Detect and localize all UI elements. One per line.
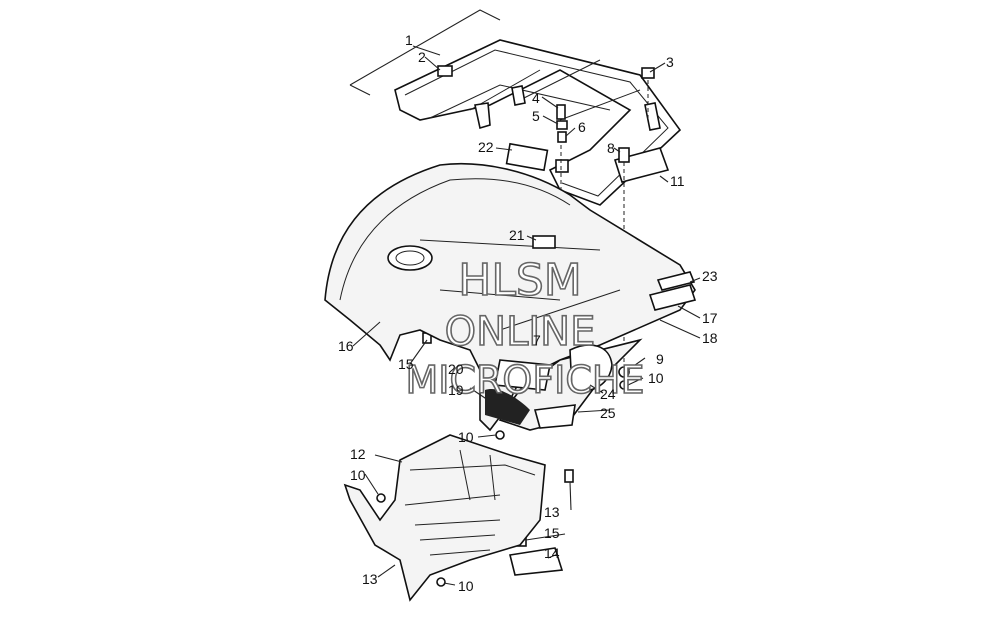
hardware [376,67,655,587]
rack-assembly-bracket [349,9,501,96]
reflector-17 [648,284,697,311]
callout-1: 1 [405,32,413,48]
nut-9 [618,366,630,378]
callout-9: 9 [656,351,664,367]
watermark-line-2: ONLINE [445,309,596,355]
nut-10b [495,430,505,440]
bolt-8 [618,147,630,163]
watermark: HLSM ONLINE MICROFICHE [405,254,646,403]
watermark-line-1: HLSM [458,255,582,306]
callout-2: 2 [418,49,426,65]
callout-23: 23 [702,268,718,284]
callout-10-footwell-top: 10 [458,429,474,445]
footrest-14 [509,547,564,576]
callout-17: 17 [702,310,718,326]
lens-23 [656,271,696,291]
callout-19: 19 [448,382,464,398]
callout-20: 20 [448,361,464,377]
callout-10-fender: 10 [648,370,664,386]
nut-10c [376,493,386,503]
taillight-24 [569,344,613,392]
nut-3 [641,67,655,79]
callout-18: 18 [702,330,718,346]
decal-22 [505,142,549,172]
callout-15-footwell: 15 [544,525,560,541]
footwell [343,434,564,602]
callout-11: 11 [670,173,685,189]
callout-13-right: 13 [544,504,560,520]
callout-21: 21 [509,227,525,243]
mudflap-25 [485,389,530,425]
callout-25: 25 [600,405,616,421]
nut-10d [436,577,446,587]
callout-6: 6 [578,119,586,135]
decal-21 [532,235,556,249]
callouts: 1 2 3 4 5 6 7 8 9 10 10 10 10 11 12 13 1… [338,32,718,594]
screw-13 [564,469,574,483]
callout-24: 24 [600,386,616,402]
spacer-6 [557,131,567,143]
plate-20 [494,359,551,391]
callout-14: 14 [544,545,560,561]
callout-4: 4 [532,90,540,106]
callout-12: 12 [350,446,366,462]
callout-22: 22 [478,139,494,155]
callout-10-footwell-bottom: 10 [458,578,474,594]
washer-5 [556,120,568,130]
callout-15-fender: 15 [398,356,414,372]
callout-3: 3 [666,54,674,70]
callout-8: 8 [607,140,615,156]
rear-fender [324,142,697,432]
watermark-line-3: MICROFICHE [405,358,644,402]
callout-10-footwell-left: 10 [350,467,366,483]
callout-13-left: 13 [362,571,378,587]
callout-5: 5 [532,108,540,124]
bolt-4 [556,104,566,120]
callout-16: 16 [338,338,354,354]
panel-19 [533,404,576,429]
leader-lines [352,45,701,586]
callout-7: 7 [533,332,541,348]
